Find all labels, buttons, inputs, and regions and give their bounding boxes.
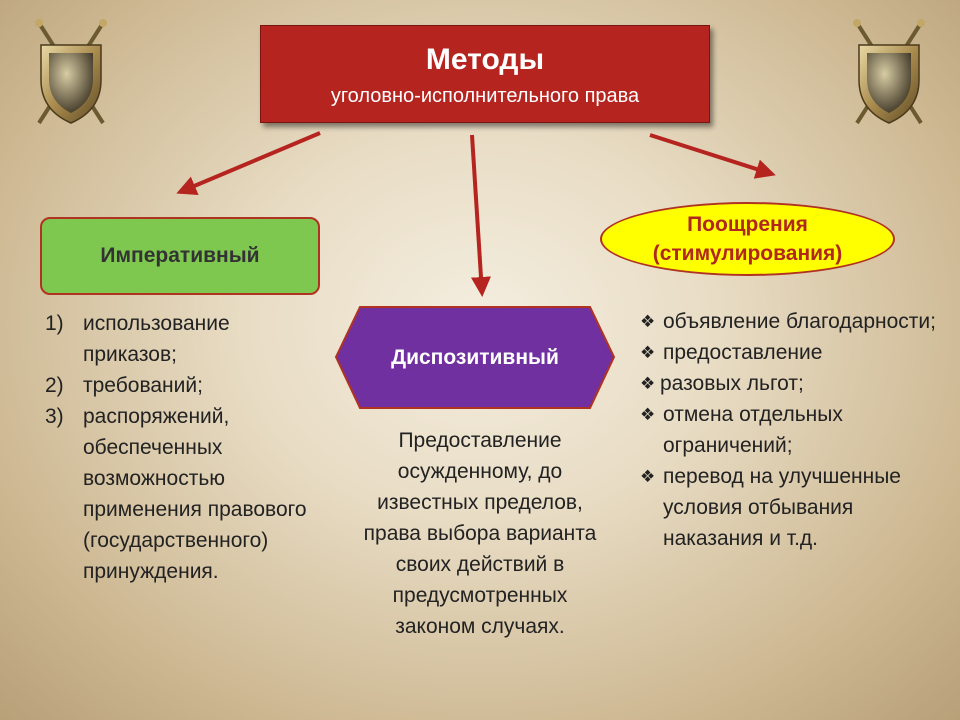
incentive-label-line1: Поощрения: [687, 213, 808, 236]
list-item-number: 1): [45, 312, 64, 335]
list-item-text: объявление благодарности;: [663, 310, 936, 333]
list-item-text: перевод на улучшенные условия отбывания …: [663, 465, 901, 550]
list-item: ❖ предоставление: [640, 337, 955, 368]
list-item: 1) использование приказов;: [45, 308, 325, 370]
list-item-number: 3): [45, 405, 64, 428]
list-item: ❖ разовых льгот;: [640, 368, 955, 399]
title-subtitle: уголовно-исполнительного права: [330, 85, 640, 107]
list-item-number: 2): [45, 374, 64, 397]
list-item-text: разовых льгот;: [660, 372, 804, 395]
diamond-bullet-icon: ❖: [640, 467, 656, 486]
dispositive-label: Диспозитивный: [391, 345, 559, 369]
list-item: ❖ перевод на улучшенные условия отбывани…: [640, 461, 955, 554]
shield-emblem-icon: [853, 19, 925, 125]
list-item-text: отмена отдельных ограничений;: [663, 403, 843, 457]
list-item-text: использование приказов;: [83, 312, 230, 366]
dispositive-hexagon: [334, 306, 616, 409]
list-item: ❖ отмена отдельных ограничений;: [640, 399, 955, 461]
list-item: 2) требований;: [45, 370, 325, 401]
arrow-center: [470, 134, 491, 297]
incentive-label-line2: (стимулирования): [652, 242, 843, 265]
incentive-ellipse: Поощрения (стимулирования): [600, 202, 895, 276]
diamond-bullet-icon: ❖: [640, 312, 656, 331]
imperative-list: 1) использование приказов; 2) требований…: [45, 308, 325, 587]
shield-emblem-icon: [35, 19, 107, 125]
arrow-left: [176, 131, 321, 196]
diamond-bullet-icon: ❖: [640, 343, 656, 362]
imperative-label: Императивный: [100, 244, 260, 267]
imperative-box: Императивный: [40, 217, 320, 295]
list-item-text: требований;: [83, 374, 203, 397]
incentive-list: ❖ объявление благодарности; ❖ предоставл…: [640, 306, 955, 554]
list-item: ❖ объявление благодарности;: [640, 306, 955, 337]
arrow-right: [649, 133, 776, 179]
dispositive-description: Предоставление осужденному, до известных…: [363, 429, 597, 638]
list-item-text: предоставление: [663, 341, 823, 364]
title-main: Методы: [425, 43, 545, 76]
list-item-text: распоряжений, обеспеченных возможностью …: [83, 405, 307, 583]
dispositive-box: Диспозитивный: [334, 305, 616, 410]
diamond-bullet-icon: ❖: [640, 374, 656, 393]
title-box: Методы уголовно-исполнительного права: [260, 25, 710, 123]
list-item: 3) распоряжений, обеспеченных возможност…: [45, 401, 325, 587]
diamond-bullet-icon: ❖: [640, 405, 656, 424]
